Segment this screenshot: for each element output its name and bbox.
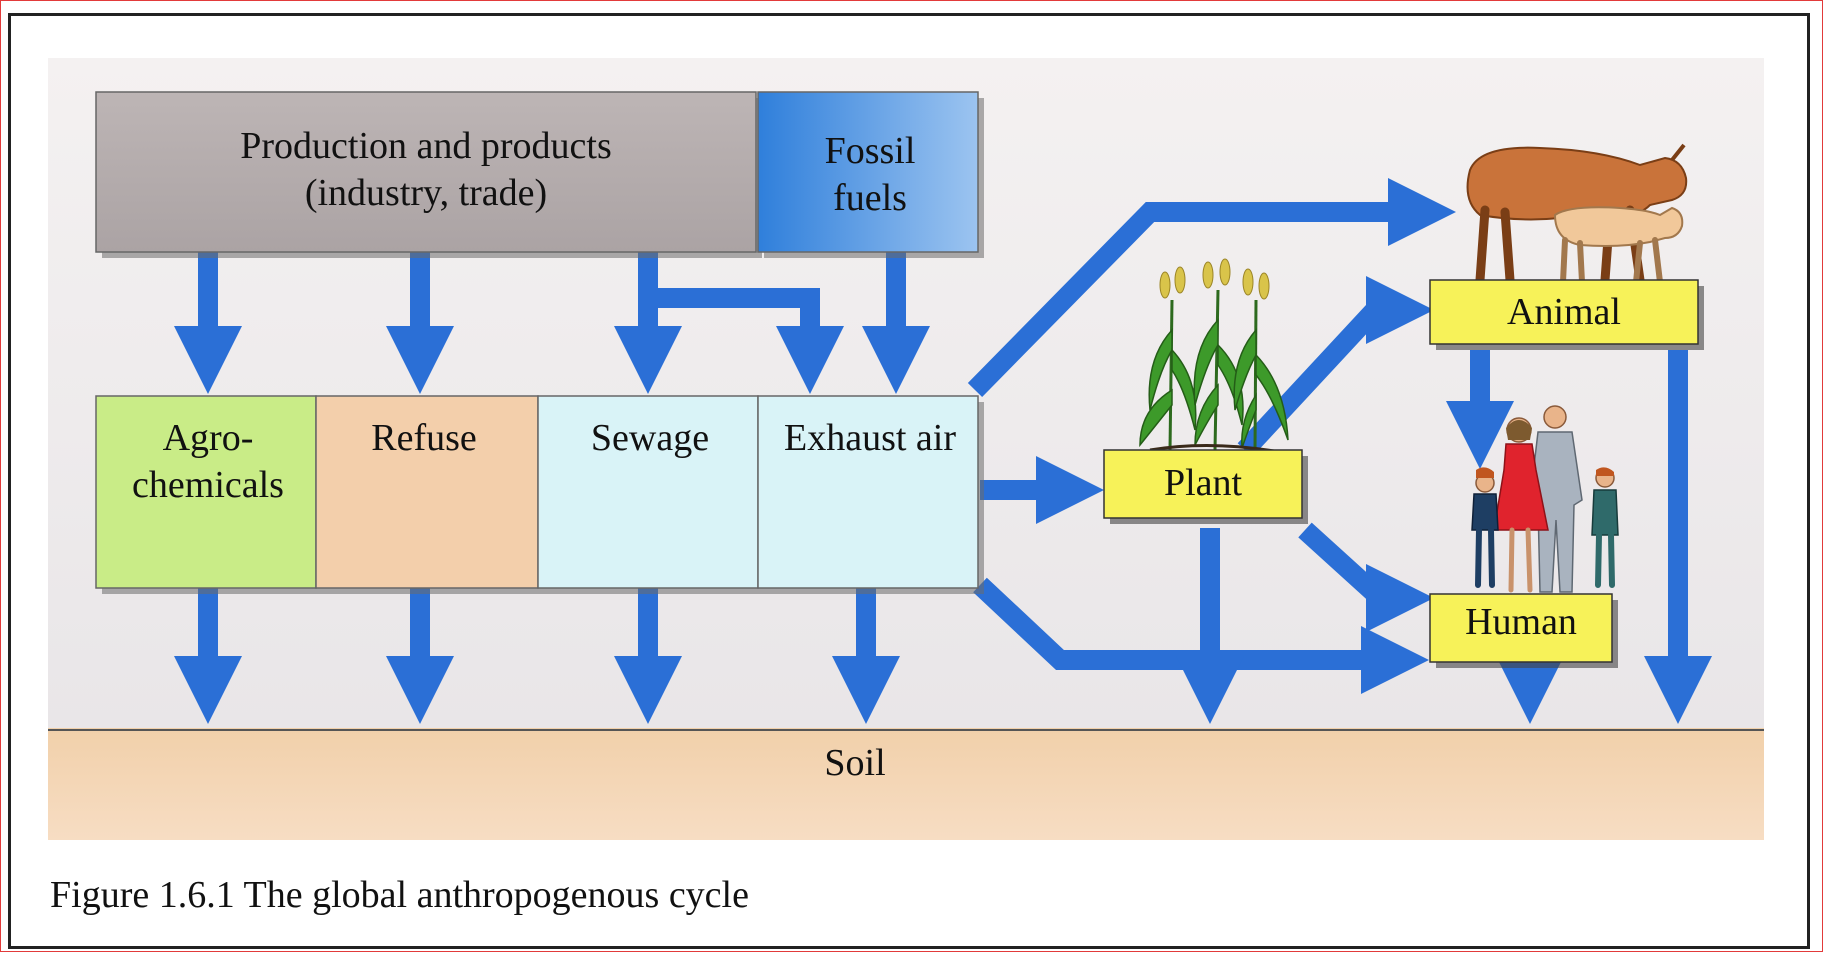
- arrow-plant-to-animal: [1237, 275, 1435, 457]
- figure-caption: Figure 1.6.1 The global anthropogenous c…: [50, 874, 749, 916]
- production-box: Production and products (industry, trade…: [95, 91, 762, 258]
- soil-label: Soil: [824, 742, 885, 784]
- human-family-icon: [1471, 405, 1619, 593]
- sewage-box: [537, 395, 759, 589]
- middle-boxes: Agro- chemicals Refuse Sewage Exhaust ai…: [95, 395, 984, 594]
- exhaust-label: Exhaust air: [784, 417, 956, 459]
- flow-arrows: [173, 177, 1713, 725]
- soil-band: [48, 728, 1764, 840]
- production-sublabel: (industry, trade): [305, 172, 547, 214]
- refuse-label: Refuse: [371, 417, 477, 459]
- agro-label-line2: chemicals: [132, 464, 284, 506]
- plant-box: Plant: [1103, 449, 1308, 524]
- agro-label-line1: Agro-: [163, 417, 254, 459]
- exhaust-air-box: [757, 395, 979, 589]
- production-label: Production and products: [240, 125, 612, 167]
- human-box: Human: [1429, 593, 1618, 668]
- arrow-exhaust-to-animal: [967, 177, 1457, 398]
- arrow-exhaust-to-human: [973, 577, 1430, 695]
- arrow-production-to-exhaust: [648, 288, 845, 395]
- animal-box: Animal: [1429, 279, 1704, 350]
- animal-label: Animal: [1507, 291, 1621, 333]
- fossil-fuels-box: Fossil fuels: [757, 91, 984, 258]
- fossil-label-line2: fuels: [833, 177, 907, 219]
- plant-label: Plant: [1164, 462, 1243, 504]
- corn-plant-icon: [1139, 258, 1289, 454]
- refuse-box: [315, 395, 539, 589]
- agrochemicals-box: [95, 395, 317, 589]
- bottom-rule: [8, 946, 1810, 949]
- fossil-label-line1: Fossil: [825, 130, 916, 172]
- cow-and-calf-icon: [1466, 143, 1688, 285]
- human-label: Human: [1465, 601, 1577, 643]
- sewage-label: Sewage: [591, 417, 709, 459]
- arrow-plant-to-human: [1298, 522, 1435, 633]
